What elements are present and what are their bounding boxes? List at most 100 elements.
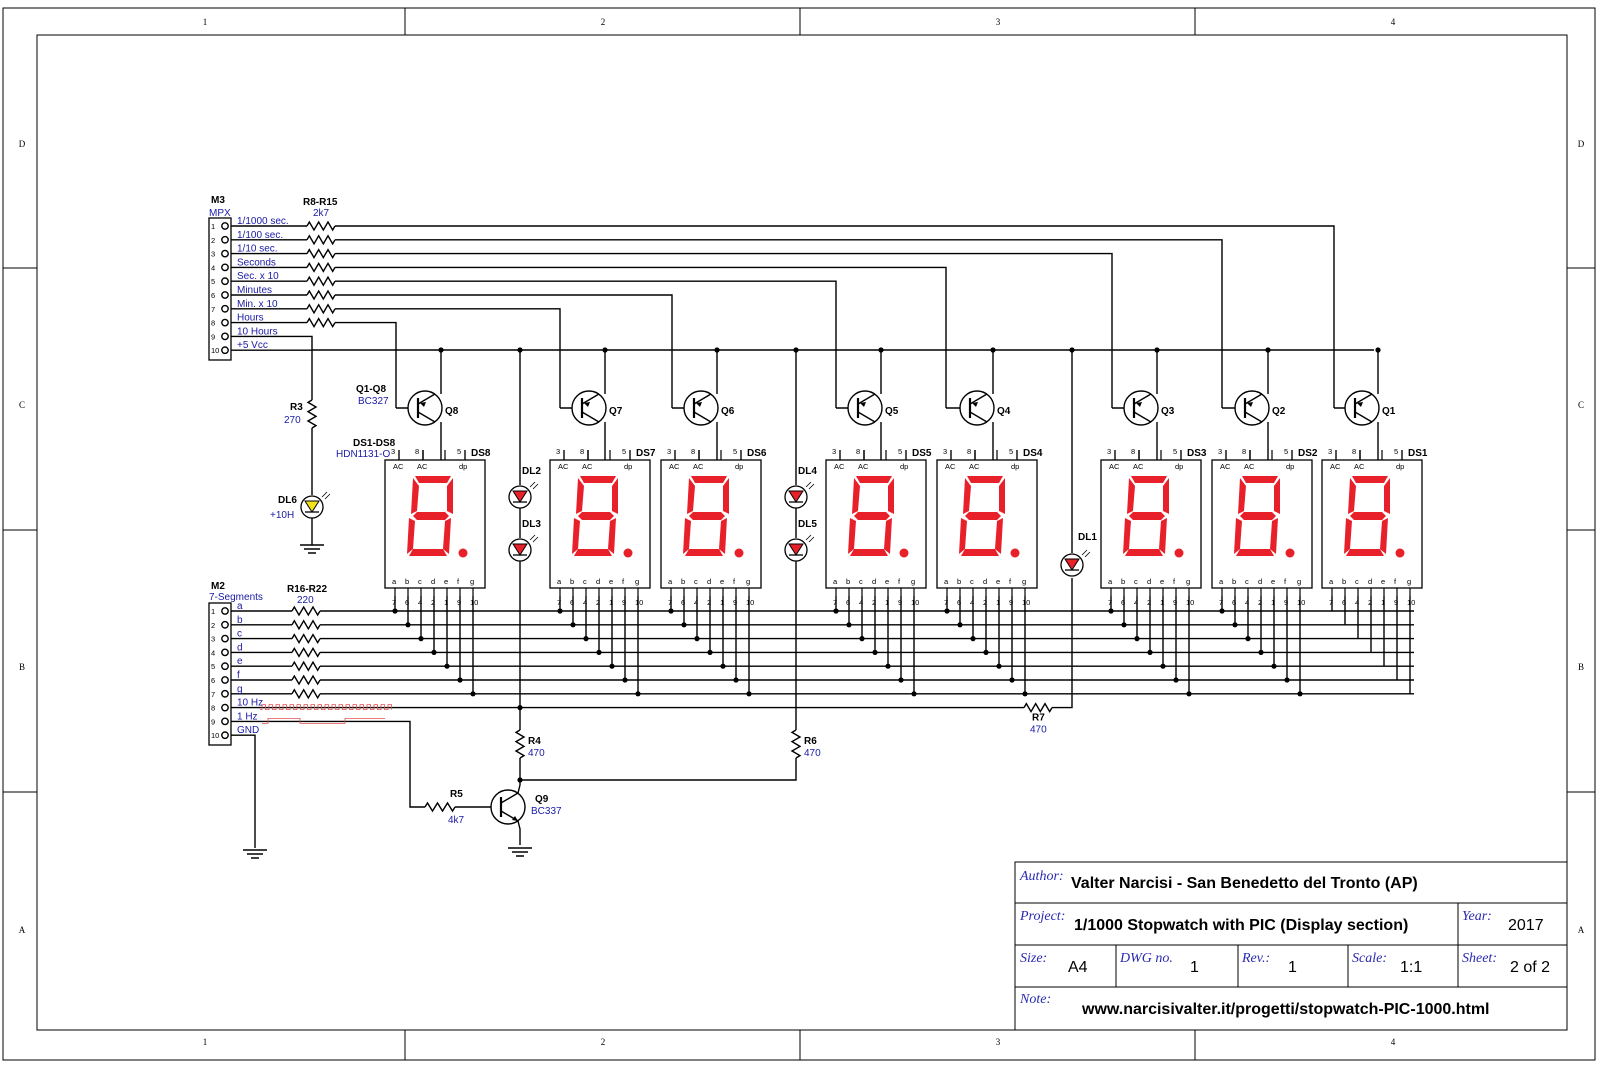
decimal-point [1395, 548, 1405, 558]
pin-number: 9 [211, 332, 215, 341]
display-pin-label: dp [1011, 462, 1019, 471]
resistor-symbol [306, 303, 336, 315]
decimal-point [623, 548, 633, 558]
pin-circle [221, 277, 229, 286]
dwg-value: 1 [1190, 959, 1199, 976]
display-pin-number: 8 [856, 447, 860, 456]
display-pin-number: 8 [967, 447, 971, 456]
display-pin-number: 9 [898, 598, 902, 607]
junction-dot [438, 347, 444, 353]
junction-dot [714, 347, 720, 353]
junction-dot [1186, 691, 1192, 697]
pin-number: 5 [211, 662, 215, 671]
display-pin-label: AC [582, 462, 593, 471]
segment [691, 476, 727, 483]
pin-circle [221, 689, 229, 698]
display-seg-label: d [983, 577, 987, 586]
connector-pin-label: b [237, 615, 243, 626]
segment [850, 549, 888, 556]
wire [335, 266, 947, 408]
dl3-led [508, 534, 539, 562]
wire [1052, 578, 1073, 709]
connector-pin-label: Seconds [237, 257, 276, 268]
display-pin-number: 6 [405, 598, 409, 607]
frame-column-label: 1 [203, 17, 208, 27]
transistor-ref: Q4 [997, 406, 1011, 417]
pin-number: 6 [211, 291, 215, 300]
pin-number: 5 [211, 277, 215, 286]
pin-number: 8 [211, 704, 215, 713]
display-pin-number: 1 [885, 598, 889, 607]
junction-dot [1232, 622, 1238, 628]
display-pin-number: 10 [911, 598, 919, 607]
dl1-ref: DL1 [1078, 532, 1097, 543]
display-seg-label: e [1271, 577, 1275, 586]
transistor-ref: Q1 [1382, 406, 1396, 417]
wire [229, 335, 313, 400]
display-pin-number: 1 [996, 598, 1000, 607]
display-pin-number: 1 [720, 598, 724, 607]
display-seg-label: a [1219, 577, 1224, 586]
connector-pin-label: a [237, 601, 243, 612]
dl2-ref: DL2 [522, 466, 541, 477]
wire [229, 720, 425, 808]
connector-pin-label: 1 Hz [237, 711, 258, 722]
display-seg-label: d [707, 577, 711, 586]
resistor-array-ref: R8-R15 [303, 197, 338, 208]
junction-dot [944, 608, 950, 614]
frame-row-label: C [19, 400, 25, 410]
junction-dot [707, 649, 713, 656]
resistor-symbol [306, 275, 336, 287]
display-pin-number: 4 [1134, 598, 1138, 607]
pin-circle [221, 291, 229, 299]
display-seg-label: d [596, 577, 600, 586]
display-pin-number: 6 [570, 598, 574, 607]
r3-resistor [306, 399, 318, 429]
display-pin-number: 1 [1271, 598, 1275, 607]
segment [959, 518, 967, 554]
junction-dot [1265, 347, 1271, 353]
junction-dot [1258, 649, 1264, 656]
year-value: 2017 [1508, 917, 1544, 934]
author-label: Author: [1019, 869, 1064, 884]
resistor-array-value: 220 [297, 595, 314, 606]
display-pin-number: 3 [832, 447, 836, 456]
pin-number: 3 [211, 250, 215, 259]
pin-circle [221, 222, 229, 230]
connector-pin-label: GND [237, 725, 259, 736]
transistor-q2 [1234, 390, 1270, 426]
segment [852, 478, 860, 514]
display-seg-label: b [1342, 577, 1346, 586]
display-pin-number: 1 [609, 598, 613, 607]
junction-dot [1160, 663, 1166, 669]
q9-value: BC337 [531, 806, 562, 817]
segment [1123, 518, 1131, 554]
junction-dot [517, 777, 523, 783]
dl4-led [784, 481, 815, 509]
project-label: Project: [1019, 909, 1065, 924]
resistor-symbol [306, 262, 336, 273]
pin-number: 7 [211, 305, 215, 314]
connector-pin-label: g [237, 684, 243, 695]
frame-column-label: 1 [203, 1037, 208, 1047]
display-pin-number: 4 [694, 598, 698, 607]
segment [415, 476, 451, 483]
frame-column-label: 2 [601, 17, 606, 27]
dl5-ref: DL5 [798, 519, 817, 530]
display-seg-label: c [1245, 577, 1249, 586]
wires [229, 225, 1414, 848]
1hz-waveform-icon [262, 718, 385, 724]
display-seg-label: f [1009, 577, 1012, 586]
decimal-point [1010, 548, 1020, 558]
display-seg-label: e [996, 577, 1000, 586]
transistor-ref: Q7 [609, 406, 623, 417]
segment [576, 478, 584, 514]
pin-circle [221, 607, 229, 615]
ground-icon [243, 849, 267, 859]
size-value: A4 [1068, 959, 1088, 976]
display-pin-number: 5 [1173, 447, 1177, 456]
junction-dot [990, 347, 996, 353]
pin-circle [221, 249, 229, 258]
